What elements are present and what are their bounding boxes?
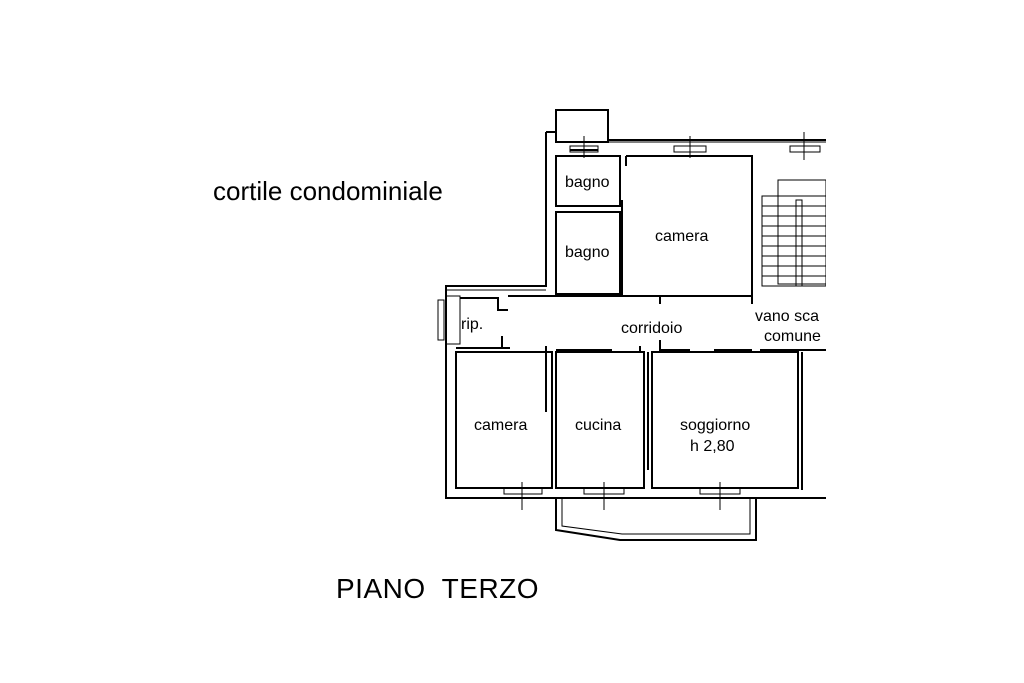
room-label-storage: rip.	[461, 316, 483, 333]
room-label-living-room: soggiorno	[680, 417, 750, 434]
room-label-stairwell-2: comune	[764, 328, 821, 345]
room-label-bedroom-bottom: camera	[474, 417, 527, 434]
door-marks	[501, 296, 753, 352]
room-label-hallway: corridoio	[621, 320, 682, 337]
room-label-bathroom: bagno	[565, 244, 610, 261]
room-label-stairwell-1: vano sca	[755, 308, 819, 325]
outer-walls	[445, 109, 826, 541]
plan-drawing	[437, 109, 826, 541]
bathroom-walls	[555, 149, 621, 295]
stairwell	[761, 179, 826, 287]
windows	[437, 132, 821, 510]
room-label-kitchen: cucina	[575, 417, 621, 434]
room-label-bathroom-small: bagno	[565, 174, 610, 191]
corridor-walls	[445, 295, 826, 351]
floor-title: PIANO TERZO	[336, 573, 539, 604]
ceiling-height-label: h 2,80	[690, 438, 735, 455]
room-label-bedroom-top: camera	[655, 228, 708, 245]
courtyard-label: cortile condominiale	[213, 176, 443, 206]
